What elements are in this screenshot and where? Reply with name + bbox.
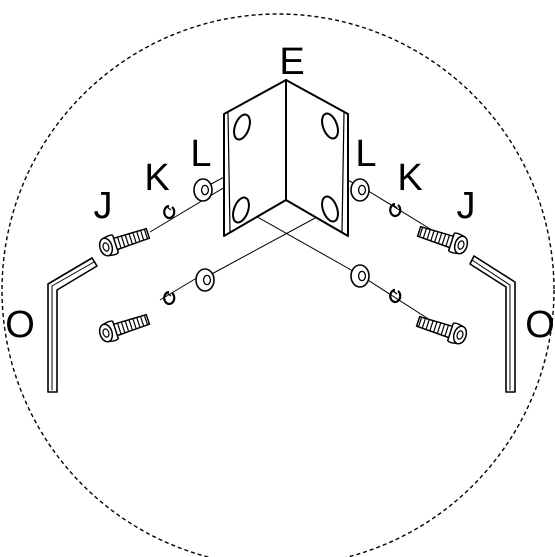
washer-upper-right <box>350 178 370 202</box>
bolt-lower-left <box>96 309 152 346</box>
washer-lower-right <box>350 264 370 288</box>
washer-upper-left <box>193 178 213 202</box>
hexkey-right <box>469 255 516 393</box>
bolt-lower-right <box>414 311 470 348</box>
label-hexkey-right: O <box>525 304 555 346</box>
lockwasher-lower-left <box>163 290 176 306</box>
angle-bracket <box>223 79 349 237</box>
lockwasher-lower-right <box>389 288 402 304</box>
label-bracket: E <box>279 41 304 83</box>
hexkey-left <box>47 257 98 393</box>
bolt-upper-left <box>96 223 152 260</box>
label-bolt-right: J <box>457 185 476 227</box>
label-lockwasher-left: K <box>144 157 169 199</box>
washer-lower-left <box>195 268 215 292</box>
label-hexkey-left: O <box>5 304 35 346</box>
label-washer-left: L <box>190 133 211 175</box>
label-washer-right: L <box>355 133 376 175</box>
lockwasher-upper-left <box>163 204 176 220</box>
label-lockwasher-right: K <box>397 157 422 199</box>
label-bolt-left: J <box>94 185 113 227</box>
bolt-upper-right <box>415 221 471 258</box>
detail-circle <box>1 13 555 557</box>
